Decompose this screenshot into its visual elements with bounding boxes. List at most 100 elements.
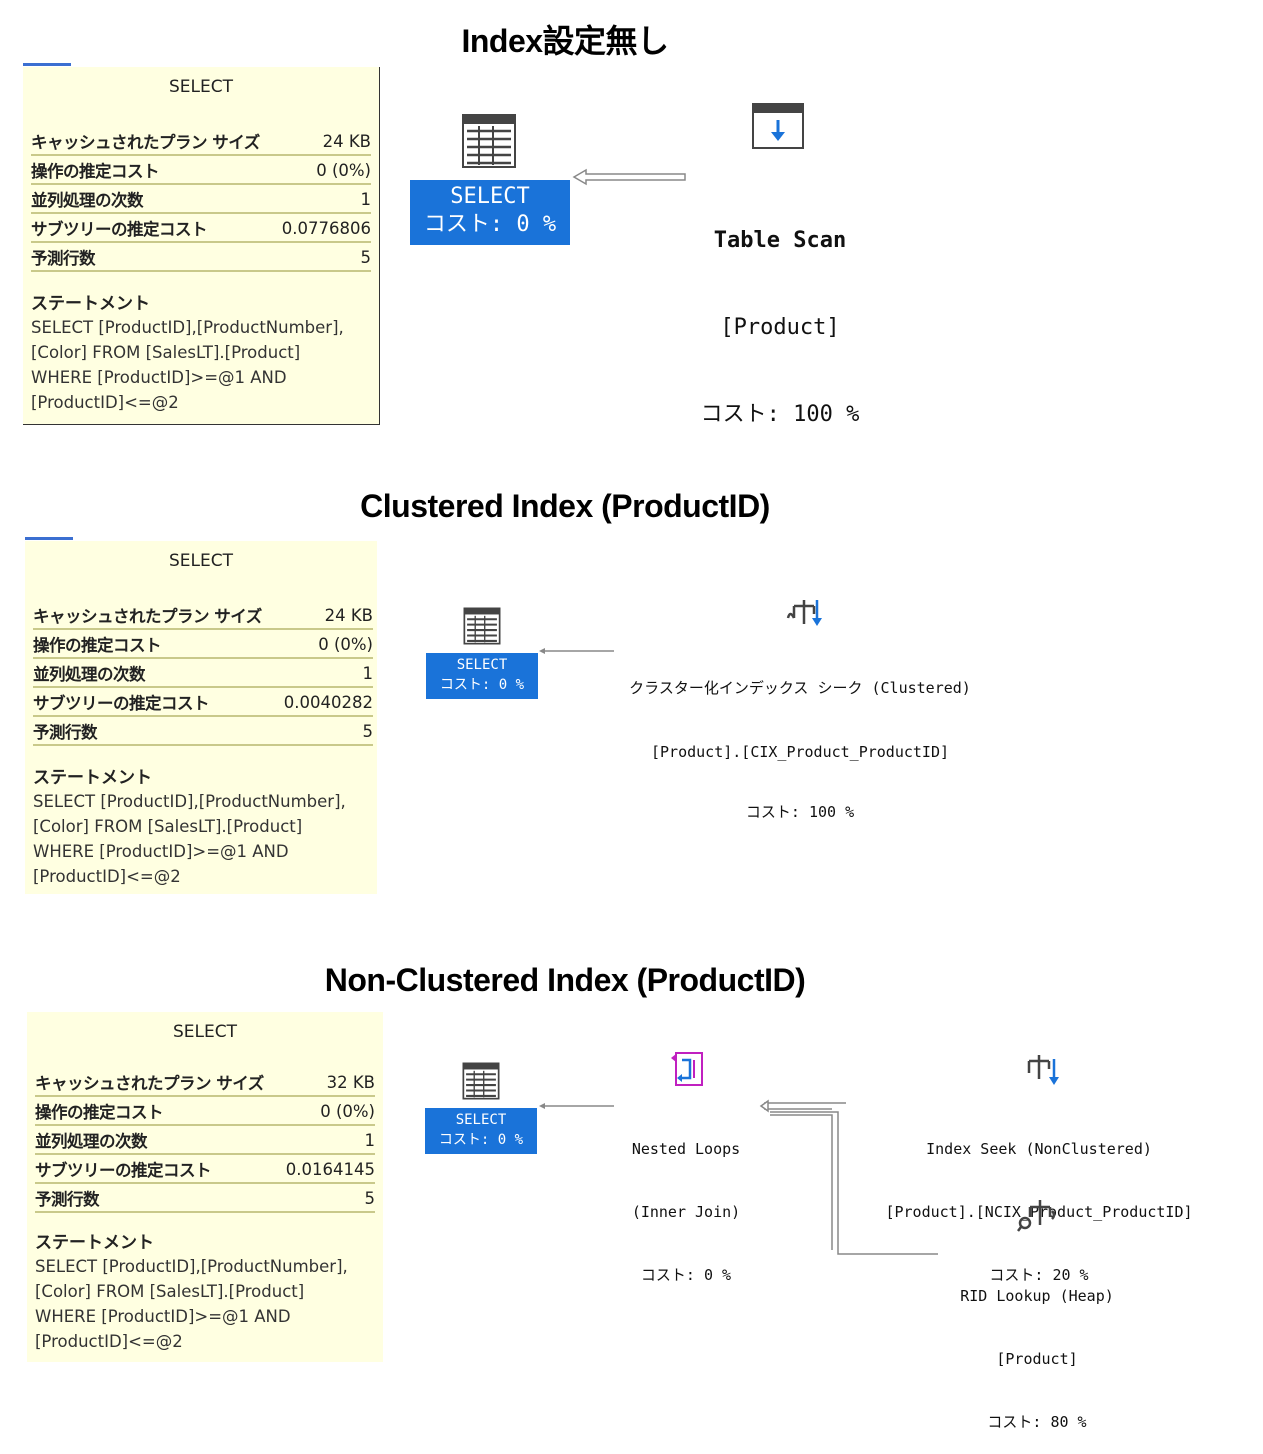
select-node-cost: コスト: 0 % — [438, 1132, 524, 1148]
statement-line: [Color] FROM [SalesLT].[Product] — [33, 817, 303, 836]
statement-line: WHERE [ProductID]>=@1 AND — [31, 368, 287, 387]
section-title-clustered-index: Clustered Index (ProductID) — [360, 488, 770, 524]
statement-text: SELECT [ProductID],[ProductNumber], [Col… — [33, 789, 363, 889]
data-flow-arrow — [759, 1099, 938, 1255]
statement-line: WHERE [ProductID]>=@1 AND — [33, 842, 289, 861]
node-operator-name: Nested Loops — [631, 1140, 741, 1158]
panel-title: SELECT — [169, 77, 233, 97]
node-object-name: [Product] — [720, 315, 840, 340]
index-seek-icon[interactable] — [1021, 1051, 1063, 1093]
select-node[interactable]: SELECT コスト: 0 % — [426, 653, 538, 699]
property-value: 0.0776806 — [275, 213, 371, 243]
node-object-name: (Inner Join) — [631, 1203, 741, 1221]
select-result-icon[interactable] — [462, 1062, 500, 1104]
node-cost: コスト: 100 % — [745, 803, 855, 821]
statement-label: ステートメント — [35, 1233, 154, 1253]
data-flow-arrow — [539, 1103, 614, 1109]
clustered-index-seek-node-label[interactable]: クラスター化インデックス シーク (Clustered) [Product].[… — [600, 638, 1000, 842]
select-node[interactable]: SELECT コスト: 0 % — [410, 180, 570, 245]
property-value: 24 KB — [277, 601, 373, 630]
panel-top-accent — [25, 537, 73, 540]
statement-line: SELECT [ProductID],[ProductNumber], — [35, 1257, 348, 1276]
node-operator-name: RID Lookup (Heap) — [960, 1287, 1114, 1305]
select-node-cost: コスト: 0 % — [423, 212, 557, 237]
node-operator-name: Table Scan — [713, 228, 847, 253]
table-scan-node-label[interactable]: Table Scan [Product] コスト: 100 % — [660, 168, 900, 458]
property-value: 1 — [279, 1125, 375, 1155]
statement-label: ステートメント — [33, 768, 152, 788]
node-operator-name: クラスター化インデックス シーク (Clustered) — [629, 679, 971, 697]
node-cost: コスト: 80 % — [987, 1413, 1087, 1431]
statement-text: SELECT [ProductID],[ProductNumber], [Col… — [35, 1254, 365, 1354]
statement-line: [ProductID]<=@2 — [31, 393, 179, 412]
statement-line: WHERE [ProductID]>=@1 AND — [35, 1307, 291, 1326]
property-key: 並列処理の次数 — [31, 184, 276, 214]
property-value: 32 KB — [279, 1068, 375, 1097]
statement-line: [ProductID]<=@2 — [35, 1332, 183, 1351]
statement-line: SELECT [ProductID],[ProductNumber], — [33, 792, 346, 811]
panel-title: SELECT — [169, 551, 233, 571]
node-operator-name: Index Seek (NonClustered) — [926, 1140, 1152, 1158]
property-value: 0 (0%) — [277, 629, 373, 659]
property-value: 0.0040282 — [277, 687, 373, 717]
clustered-index-seek-icon[interactable] — [784, 596, 826, 634]
property-value: 5 — [275, 242, 371, 272]
node-object-name: [Product] — [996, 1350, 1078, 1368]
property-key: 操作の推定コスト — [31, 155, 276, 185]
property-key: キャッシュされたプラン サイズ — [35, 1068, 280, 1097]
panel-title: SELECT — [173, 1022, 237, 1042]
property-key: サブツリーの推定コスト — [31, 213, 276, 243]
nested-loops-node-label[interactable]: Nested Loops (Inner Join) コスト: 0 % — [600, 1097, 772, 1307]
data-flow-arrow — [572, 168, 686, 186]
select-result-icon[interactable] — [463, 607, 501, 649]
statement-line: SELECT [ProductID],[ProductNumber], — [31, 318, 344, 337]
rid-lookup-icon[interactable] — [1016, 1197, 1062, 1237]
property-key: 予測行数 — [33, 716, 278, 746]
section-title-nonclustered-index: Non-Clustered Index (ProductID) — [324, 962, 806, 998]
select-result-icon[interactable] — [461, 113, 517, 173]
property-key: 予測行数 — [35, 1183, 280, 1213]
nested-loops-icon[interactable] — [668, 1050, 708, 1094]
statement-line: [Color] FROM [SalesLT].[Product] — [31, 343, 301, 362]
property-value: 0.0164145 — [279, 1154, 375, 1184]
property-value: 1 — [275, 184, 371, 214]
table-scan-icon[interactable] — [751, 102, 805, 154]
node-cost: コスト: 20 % — [989, 1266, 1089, 1284]
property-key: キャッシュされたプラン サイズ — [31, 127, 276, 156]
select-node[interactable]: SELECT コスト: 0 % — [425, 1108, 537, 1154]
property-key: キャッシュされたプラン サイズ — [33, 601, 278, 630]
property-value: 0 (0%) — [275, 155, 371, 185]
statement-text: SELECT [ProductID],[ProductNumber], [Col… — [31, 315, 361, 415]
property-key: 並列処理の次数 — [33, 658, 278, 688]
property-key: サブツリーの推定コスト — [35, 1154, 280, 1184]
property-value: 5 — [277, 716, 373, 746]
rid-lookup-node-label[interactable]: RID Lookup (Heap) [Product] コスト: 80 % — [930, 1244, 1144, 1454]
select-node-label: SELECT — [450, 184, 530, 209]
data-flow-arrow — [539, 648, 614, 654]
property-value: 24 KB — [275, 127, 371, 156]
property-key: 予測行数 — [31, 242, 276, 272]
node-cost: コスト: 0 % — [640, 1266, 732, 1284]
section-title-no-index: Index設定無し — [461, 23, 669, 59]
statement-label: ステートメント — [31, 294, 150, 314]
property-key: サブツリーの推定コスト — [33, 687, 278, 717]
node-object-name: [Product].[CIX_Product_ProductID] — [650, 743, 949, 761]
